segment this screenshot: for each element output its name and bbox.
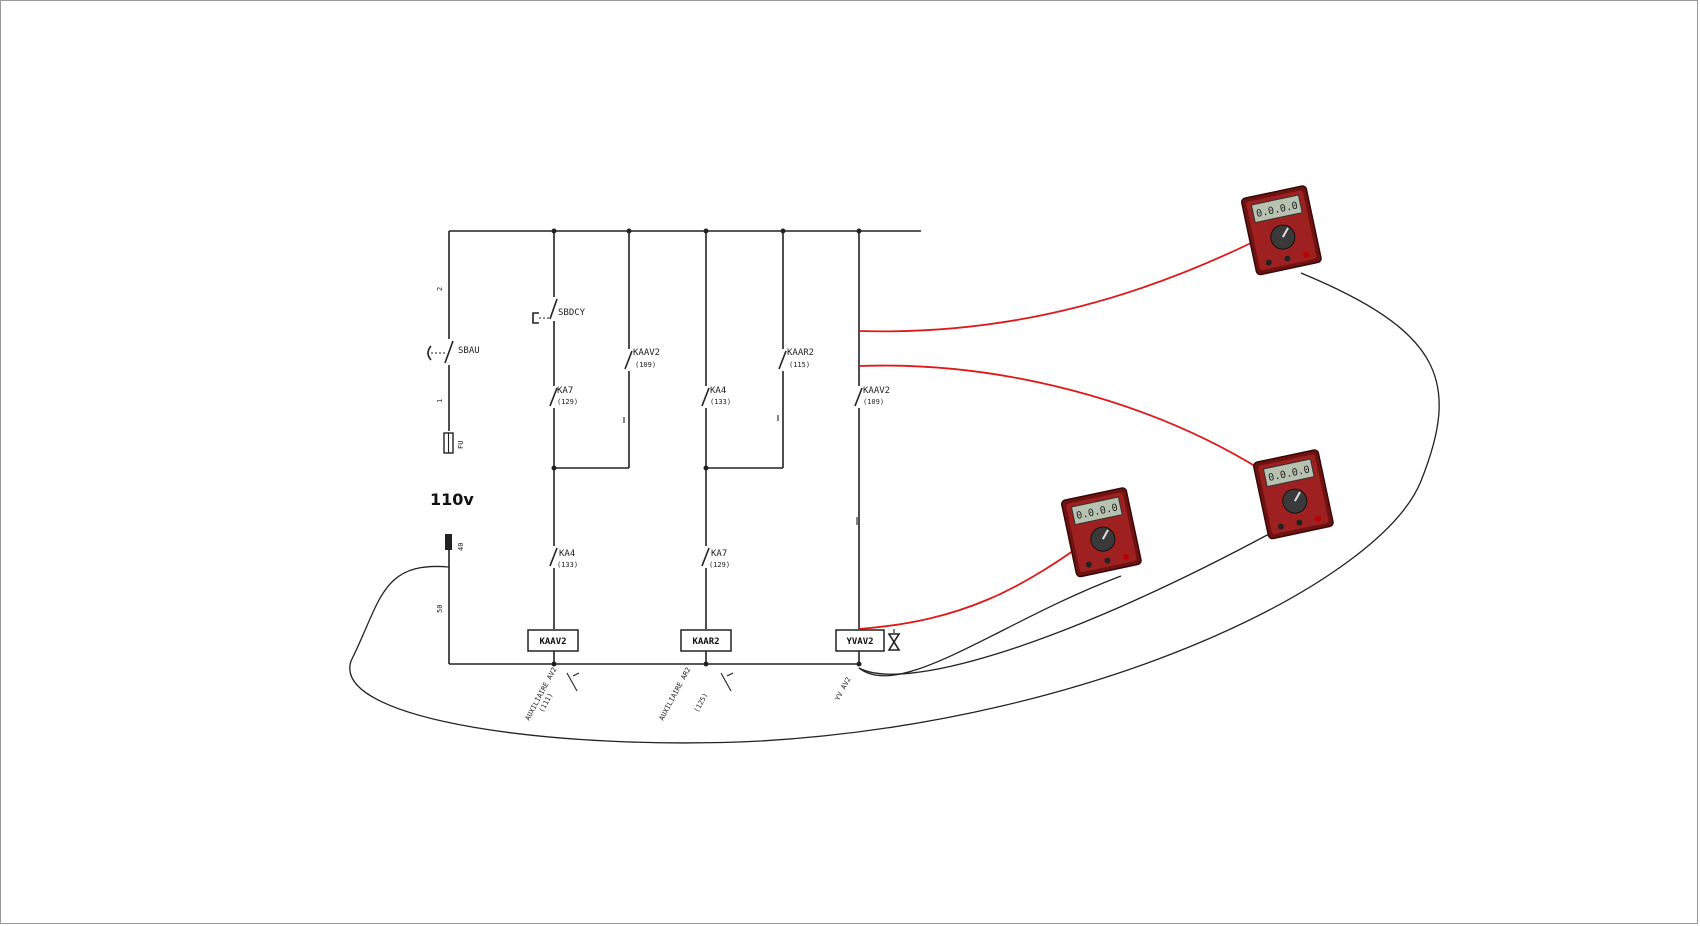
ka4-bottom-label: KA4 [559,549,575,559]
svg-text:50: 50 [436,605,444,613]
valve-icon [887,629,901,651]
ka7-bottom-label: KA7 [711,549,727,559]
coil-yvav2-caption: YV AV2 [834,676,853,702]
branch-kaav2-hold [623,231,633,468]
supply-terminal-icon [445,534,452,550]
coil-kaar2-ref: (125) [693,692,710,714]
ka4-bottom-ref: (133) [557,561,578,569]
coil-yvav2-label: YVAV2 [846,637,873,647]
sbdcy-label: SBDCY [558,308,586,318]
branch-kaav2-coil [532,231,629,664]
sbau-label: SBAU [458,346,480,356]
ka7-bottom-ref: (129) [709,561,730,569]
coil-kaav2-caption: AUXILIAIRE AV2 [524,666,559,722]
dial-knob-icon [1090,526,1116,552]
ka4-top-label: KA4 [710,386,726,396]
kaav2-valve-label: KAAV2 [863,386,890,396]
svg-text:2: 2 [436,287,444,291]
svg-text:FU: FU [457,441,465,449]
kaav2-valve-ref: (109) [863,398,884,406]
kaav2-hold-ref: (109) [635,361,656,369]
dial-knob-icon [1282,488,1308,514]
kaav2-hold-label: KAAV2 [633,348,660,358]
ka7-top-label: KA7 [557,386,573,396]
coil-yvav2[interactable]: YVAV2 [835,629,885,652]
kaar2-hold-label: KAAR2 [787,348,814,358]
svg-text:1: 1 [436,399,444,403]
dial-knob-icon [1270,224,1296,250]
supply-branch: 2 1 FU 40 50 [427,231,465,664]
branch-kaar2-hold [777,231,787,468]
ka7-top-ref: (129) [557,398,578,406]
coil-kaar2-caption: AUXILIAIRE AR2 [658,666,693,722]
red-leads [858,242,1264,630]
multimeter-2[interactable]: 0.0.0.0 [1252,449,1334,540]
supply-voltage-label: 110v [430,490,474,509]
coil-kaav2-label: KAAV2 [539,637,566,647]
kaar2-hold-ref: (115) [789,361,810,369]
multimeter-3[interactable]: 0.0.0.0 [1060,487,1142,578]
coil-kaar2[interactable]: KAAR2 [680,629,732,652]
coil-kaav2[interactable]: KAAV2 [527,629,579,652]
branch-yvav2-valve [854,231,863,664]
coil-kaar2-label: KAAR2 [692,637,719,647]
ka4-top-ref: (133) [710,398,731,406]
multimeter-1[interactable]: 0.0.0.0 [1240,185,1322,276]
svg-text:40: 40 [457,543,465,551]
black-leads [349,272,1440,744]
coil-suppressor-icons [566,672,734,692]
branch-kaar2-coil [701,231,783,664]
